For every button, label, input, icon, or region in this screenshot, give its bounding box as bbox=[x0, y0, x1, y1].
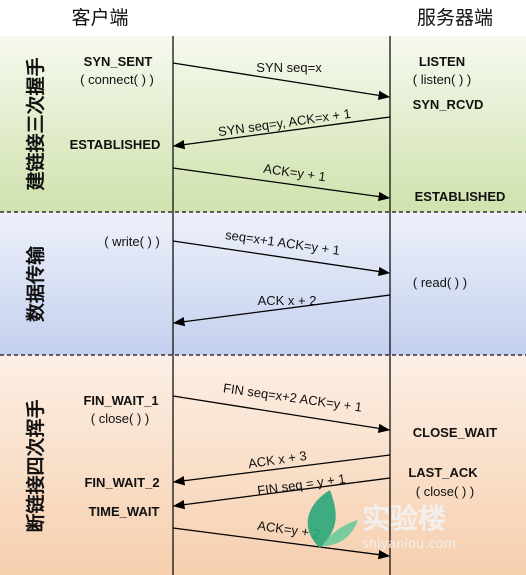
message-arrow bbox=[172, 395, 391, 433]
server-call-listen: ( listen( ) ) bbox=[413, 72, 472, 87]
client-call-close: ( close( ) ) bbox=[91, 411, 150, 426]
svg-text:断链接四次挥手: 断链接四次挥手 bbox=[24, 399, 47, 532]
message-label: SYN seq=x bbox=[256, 60, 322, 75]
client-state-established: ESTABLISHED bbox=[70, 137, 161, 152]
leaf-logo-icon bbox=[322, 520, 358, 546]
message-arrow bbox=[172, 240, 391, 277]
server-state-syn-rcvd: SYN_RCVD bbox=[413, 97, 484, 112]
watermark: 实验楼 shiyanlou.com bbox=[307, 490, 456, 552]
client-state-time-wait: TIME_WAIT bbox=[89, 504, 160, 519]
message-arrow bbox=[172, 454, 391, 486]
client-state-fin-wait-1: FIN_WAIT_1 bbox=[83, 393, 158, 408]
server-state-last-ack: LAST_ACK bbox=[408, 465, 478, 480]
message-label: ACK x + 2 bbox=[258, 293, 317, 308]
phase-band-teardown bbox=[0, 355, 526, 575]
client-call-write: ( write( ) ) bbox=[104, 234, 160, 249]
server-call-close: ( close( ) ) bbox=[416, 484, 475, 499]
message-arrow bbox=[172, 477, 391, 510]
phase-band-handshake bbox=[0, 36, 526, 212]
leaf-logo-icon bbox=[307, 490, 336, 548]
watermark-text-cn: 实验楼 bbox=[362, 502, 446, 535]
phase-label-transfer: 数据传输 bbox=[24, 245, 47, 322]
client-call-connect: ( connect( ) ) bbox=[80, 72, 154, 87]
svg-text:建链接三次握手: 建链接三次握手 bbox=[24, 57, 47, 190]
message-arrow bbox=[172, 294, 391, 327]
message-arrow bbox=[172, 116, 391, 150]
phase-label-handshake: 建链接三次握手 bbox=[24, 57, 47, 190]
server-state-listen: LISTEN bbox=[419, 54, 465, 69]
server-state-close-wait: CLOSE_WAIT bbox=[413, 425, 498, 440]
phase-label-teardown: 断链接四次挥手 bbox=[24, 399, 47, 532]
svg-text:数据传输: 数据传输 bbox=[24, 245, 47, 322]
server-state-established: ESTABLISHED bbox=[415, 189, 506, 204]
client-header: 客户端 bbox=[71, 7, 128, 29]
message-arrow bbox=[172, 62, 391, 100]
watermark-text-en: shiyanlou.com bbox=[362, 537, 456, 552]
server-header: 服务器端 bbox=[417, 7, 493, 29]
message-arrow bbox=[172, 167, 391, 202]
server-call-read: ( read( ) ) bbox=[413, 275, 467, 290]
message-arrow bbox=[172, 527, 391, 560]
phase-band-transfer bbox=[0, 212, 526, 355]
client-state-syn-sent: SYN_SENT bbox=[84, 54, 153, 69]
client-state-fin-wait-2: FIN_WAIT_2 bbox=[84, 475, 159, 490]
